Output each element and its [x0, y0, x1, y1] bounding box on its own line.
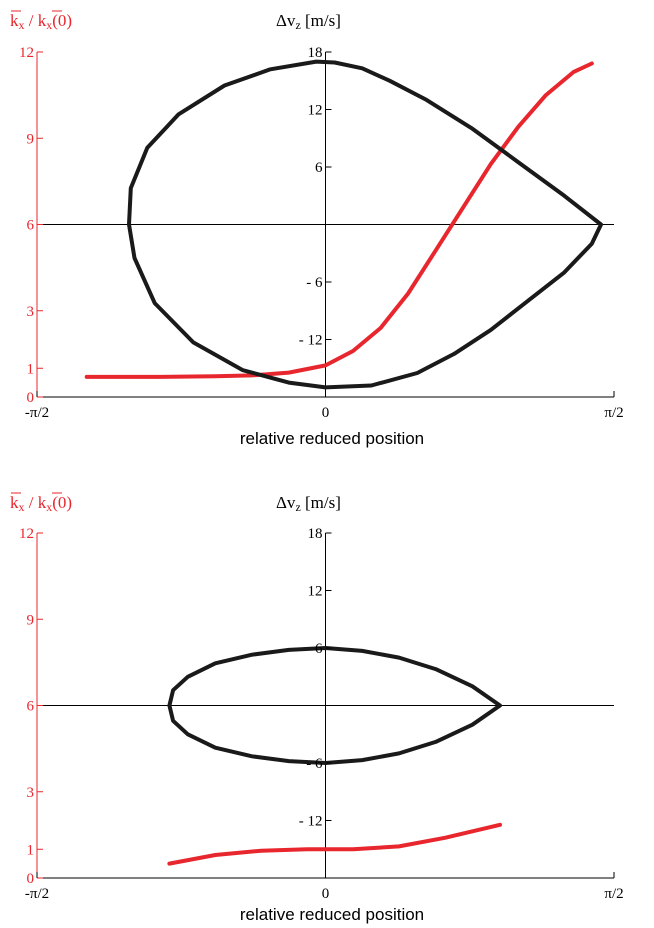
left-tick-label: 1 [27, 361, 35, 377]
left-tick-label: 9 [27, 131, 35, 147]
x-tick-label: π/2 [604, 405, 623, 421]
series-line-kx [167, 822, 502, 866]
x-tick-label: 0 [322, 886, 330, 902]
right-tick-label: 6 [315, 641, 323, 657]
series-line-kx [84, 61, 594, 379]
left-tick-label: 3 [27, 785, 35, 801]
left-tick-label: 6 [27, 218, 35, 234]
left-tick-label: 6 [27, 699, 35, 715]
right-tick-label: 12 [308, 584, 323, 600]
right-tick-label: 6 [315, 160, 323, 176]
x-axis-label: relative reduced position [240, 429, 424, 448]
right-tick-label: - 12 [299, 333, 323, 349]
left-tick-label: 0 [27, 390, 35, 406]
right-tick-label: 18 [308, 526, 323, 542]
left-tick-label: 9 [27, 612, 35, 628]
right-tick-label: - 6 [306, 275, 323, 291]
x-axis-label: relative reduced position [240, 905, 424, 924]
left-tick-label: 12 [19, 526, 34, 542]
x-tick-label: -π/2 [25, 886, 49, 902]
right-tick-label: 12 [308, 103, 323, 119]
left-tick-label: 0 [27, 871, 35, 887]
axes-top [36, 52, 614, 398]
series-line-dvz [167, 646, 502, 765]
right-tick-label: - 12 [299, 814, 323, 830]
series-bottom [167, 646, 502, 866]
series-top [84, 59, 603, 390]
right-axis-label: Δvz [m/s] [276, 493, 341, 514]
x-tick-label: 0 [322, 405, 330, 421]
right-tick-label: - 6 [306, 756, 323, 772]
left-tick-label: 3 [27, 304, 35, 320]
left-tick-label: 12 [19, 45, 34, 61]
left-tick-label: 1 [27, 842, 35, 858]
axes-bottom [36, 533, 614, 879]
series-line-dvz [127, 59, 603, 390]
right-tick-label: 18 [308, 45, 323, 61]
x-tick-label: π/2 [604, 886, 623, 902]
left-axis-label: kx / kx(0) [10, 493, 72, 514]
right-axis-label: Δvz [m/s] [276, 11, 341, 32]
left-axis-label: kx / kx(0) [10, 11, 72, 32]
x-tick-label: -π/2 [25, 405, 49, 421]
